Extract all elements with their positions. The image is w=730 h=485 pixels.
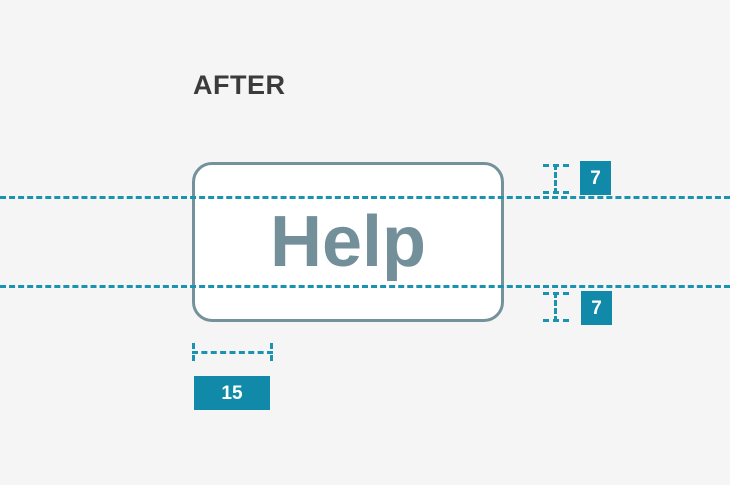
dimension-stem-vertical <box>554 164 557 194</box>
dimension-marker-top-gap <box>543 164 569 194</box>
dimension-cap-bottom <box>543 191 569 194</box>
help-button-label: Help <box>269 202 427 282</box>
page-title: AFTER <box>193 70 286 100</box>
dimension-cap-right <box>270 343 273 361</box>
dimension-stem-vertical <box>554 292 557 322</box>
dimension-stem-horizontal <box>192 351 273 354</box>
dimension-marker-left-inset <box>192 343 273 361</box>
guideline-bottom <box>0 285 730 288</box>
measurement-badge-top-gap: 7 <box>580 161 611 195</box>
measurement-badge-bottom-gap: 7 <box>581 291 612 325</box>
guideline-top <box>0 196 730 199</box>
dimension-cap-bottom <box>543 319 569 322</box>
dimension-marker-bottom-gap <box>543 292 569 322</box>
help-button[interactable]: Help <box>192 162 504 322</box>
measurement-badge-left-inset: 15 <box>194 376 270 410</box>
